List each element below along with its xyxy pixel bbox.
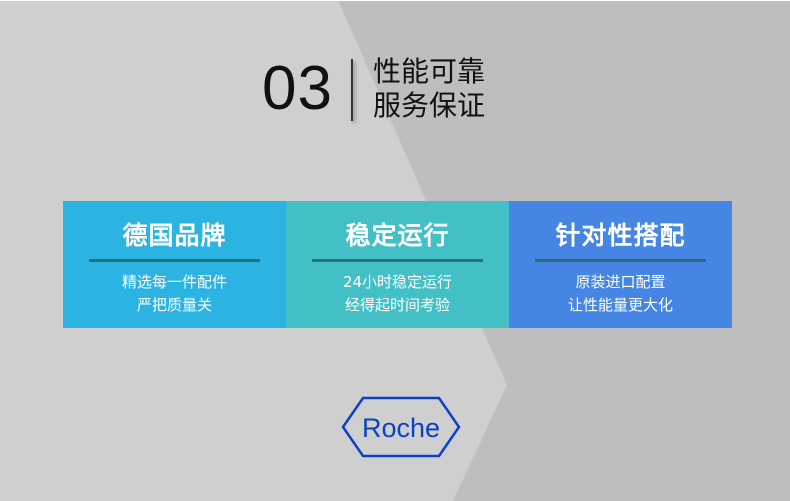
feature-card-stable-operation: 稳定运行 24小时稳定运行 经得起时间考验: [286, 201, 509, 328]
card-desc-line1: 24小时稳定运行: [342, 273, 453, 291]
section-title-line2: 服务保证: [373, 89, 486, 122]
card-title: 稳定运行: [345, 221, 450, 250]
logo-text: Roche: [362, 413, 440, 443]
feature-card-targeted-config: 针对性搭配 原装进口配置 让性能量更大化: [509, 201, 732, 328]
card-title: 针对性搭配: [555, 221, 686, 250]
card-divider: [535, 259, 706, 262]
card-description: 精选每一件配件 严把质量关: [63, 271, 286, 317]
card-description: 原装进口配置 让性能量更大化: [509, 271, 732, 317]
card-desc-line2: 严把质量关: [136, 296, 212, 314]
card-desc-line1: 原装进口配置: [575, 273, 666, 291]
card-description: 24小时稳定运行 经得起时间考验: [286, 271, 509, 317]
feature-card-german-brand: 德国品牌 精选每一件配件 严把质量关: [63, 201, 286, 328]
card-title: 德国品牌: [122, 221, 227, 250]
section-title: 性能可靠 服务保证: [373, 55, 485, 123]
section-title-line1: 性能可靠: [373, 55, 486, 88]
card-desc-line2: 让性能量更大化: [567, 296, 673, 314]
roche-logo: Roche: [341, 396, 461, 458]
card-divider: [312, 259, 483, 262]
top-border-line: [0, 0, 790, 1]
card-divider: [89, 259, 260, 262]
roche-hexagon-icon: Roche: [341, 396, 461, 458]
feature-cards: 德国品牌 精选每一件配件 严把质量关 稳定运行 24小时稳定运行 经得起时间考验…: [63, 201, 732, 328]
card-desc-line2: 经得起时间考验: [344, 296, 450, 314]
card-desc-line1: 精选每一件配件: [121, 273, 227, 291]
section-number: 03: [262, 54, 333, 123]
heading-divider: [351, 59, 353, 121]
